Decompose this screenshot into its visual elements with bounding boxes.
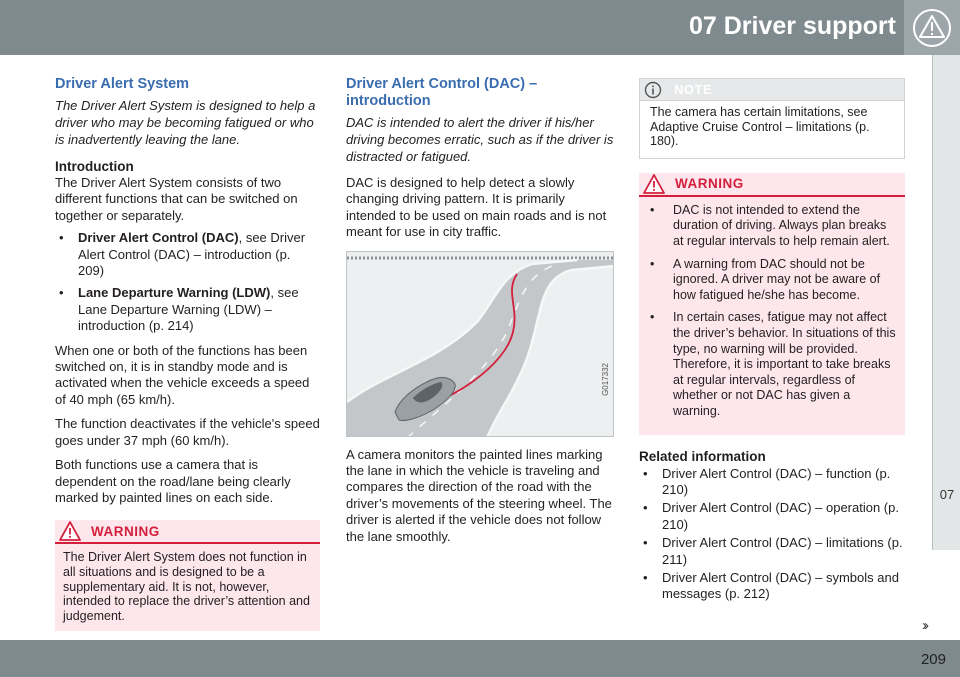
road-illustration-graphic	[347, 251, 613, 436]
function-name: Driver Alert Control (DAC)	[78, 230, 239, 246]
paragraph: The function deactivates if the vehicle'…	[55, 416, 320, 448]
list-item: A warning from DAC should not be ignored…	[639, 257, 897, 304]
note-title: NOTE	[674, 82, 713, 97]
related-link[interactable]: Driver Alert Control (DAC) – function (p…	[639, 466, 905, 499]
paragraph: Both functions use a camera that is depe…	[55, 457, 291, 505]
chapter-title: 07 Driver support	[688, 12, 896, 40]
column-dac-introduction: Driver Alert Control (DAC) – introductio…	[346, 76, 614, 545]
next-page-arrows[interactable]: ››	[922, 617, 929, 634]
warning-box: WARNING The Driver Alert System does not…	[55, 520, 320, 632]
image-code: G017332	[601, 362, 610, 396]
section-title: Driver Alert Control (DAC) – introductio…	[346, 76, 538, 109]
list-item: Driver Alert Control (DAC), see Driver A…	[55, 230, 320, 279]
function-name: Lane Departure Warning (LDW)	[78, 285, 271, 301]
note-box: NOTE The camera has certain limitations,…	[639, 78, 905, 159]
warning-triangle-icon	[643, 173, 665, 194]
related-link[interactable]: Driver Alert Control (DAC) – symbols and…	[639, 570, 905, 603]
page-footer: 209	[0, 640, 960, 677]
section-lead: The Driver Alert System is designed to h…	[55, 98, 316, 147]
info-icon	[644, 81, 662, 98]
related-link[interactable]: Driver Alert Control (DAC) – limitations…	[639, 535, 905, 568]
warning-header: WARNING	[639, 172, 905, 197]
paragraph: DAC is designed to help detect a slowly …	[346, 175, 607, 240]
page-number: 209	[920, 651, 946, 668]
list-item: DAC is not intended to extend the durati…	[639, 203, 897, 250]
function-list: Driver Alert Control (DAC), see Driver A…	[55, 230, 320, 334]
introduction-heading: Introduction	[55, 159, 134, 174]
section-title: Driver Alert System	[55, 76, 190, 92]
related-link[interactable]: Driver Alert Control (DAC) – operation (…	[639, 500, 905, 533]
introduction-text: The Driver Alert System consists of two …	[55, 175, 298, 223]
note-text: The camera has certain limitations, see …	[650, 105, 870, 149]
list-item: Lane Departure Warning (LDW), see Lane D…	[55, 285, 320, 334]
chapter-badge	[904, 0, 960, 55]
page-header: 07 Driver support	[0, 0, 960, 55]
related-information-heading: Related information	[639, 448, 766, 464]
section-lead: DAC is intended to alert the driver if h…	[346, 115, 614, 164]
road-illustration: G017332	[346, 250, 614, 437]
paragraph: A camera monitors the painted lines mark…	[346, 446, 612, 544]
paragraph: When one or both of the functions has be…	[55, 342, 310, 407]
warning-list: DAC is not intended to extend the durati…	[639, 197, 905, 435]
list-item: In certain cases, fatigue may not affect…	[639, 310, 897, 419]
column-driver-alert-system: Driver Alert System The Driver Alert Sys…	[55, 76, 320, 632]
column-notes-warnings: NOTE The camera has certain limitations,…	[639, 78, 905, 605]
function-reference[interactable]: , see Lane Departure Warning (LDW) – int…	[78, 285, 299, 334]
warning-title: WARNING	[675, 176, 744, 192]
warning-triangle-icon	[59, 521, 81, 542]
warning-header: WARNING	[55, 520, 320, 545]
function-reference[interactable]: , see Driver Alert Control (DAC) – intro…	[78, 230, 306, 279]
chapter-tab-number: 07	[939, 487, 955, 502]
warning-title: WARNING	[91, 523, 160, 539]
car-graphic	[394, 376, 456, 421]
related-information-list: Driver Alert Control (DAC) – function (p…	[639, 466, 905, 603]
warning-triangle-icon	[913, 8, 951, 47]
note-header: NOTE	[640, 79, 904, 101]
warning-box: WARNING DAC is not intended to extend th…	[639, 172, 905, 435]
chapter-tab[interactable]: 07	[932, 55, 960, 550]
warning-text: The Driver Alert System does not functio…	[63, 550, 310, 623]
